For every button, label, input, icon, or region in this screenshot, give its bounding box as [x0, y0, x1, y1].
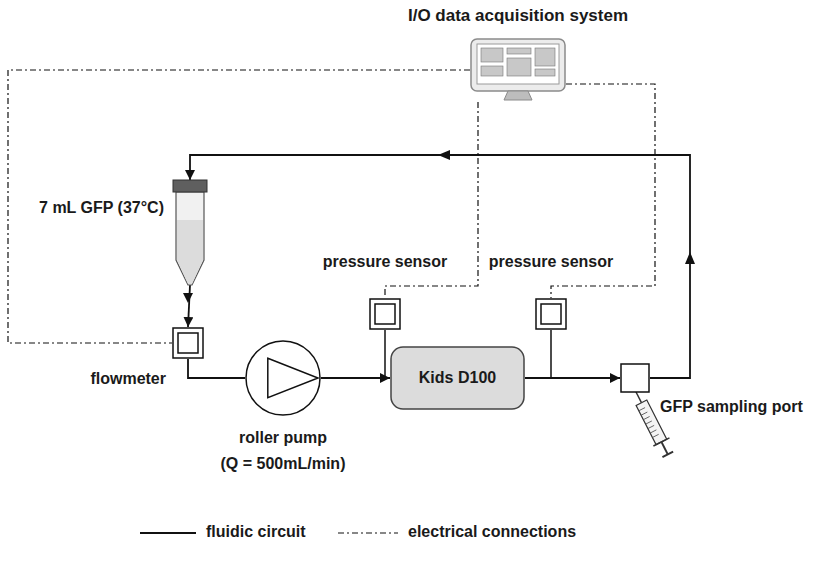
node-label: GFP sampling port [660, 397, 832, 416]
fluid-line [190, 155, 690, 378]
pressure-sensor: pressure sensor [535, 298, 567, 330]
node-label: roller pump [203, 428, 363, 447]
sampling-port: GFP sampling port [620, 363, 650, 393]
node-label: 7 mL GFP (37°C) [12, 198, 164, 217]
node-label: pressure sensor [461, 252, 641, 271]
pressure-sensor: pressure sensor [369, 298, 401, 330]
node-label: flowmeter [66, 369, 166, 388]
sample-tube: 7 mL GFP (37°C) [172, 180, 208, 285]
node-label: Kids D100 [390, 368, 525, 387]
legend-label: electrical connections [408, 523, 576, 541]
flowmeter: flowmeter [172, 327, 204, 359]
fluid-line [188, 285, 190, 327]
fluid-line [321, 377, 390, 379]
node-label: (Q = 500mL/min) [203, 454, 363, 473]
sampling-port-shape [620, 363, 650, 393]
sample-tube-shape [172, 180, 208, 285]
pressure-sensor-shape [369, 298, 401, 330]
legend-label: fluidic circuit [206, 523, 306, 541]
filter-box: Kids D100 [390, 346, 525, 410]
flow-arrow [183, 150, 695, 303]
fluid-line [525, 377, 620, 379]
fluid-line [188, 359, 245, 378]
pressure-sensor-shape [535, 298, 567, 330]
daq-monitor-shape [470, 38, 566, 102]
flowmeter-shape [172, 327, 204, 359]
roller-pump-shape [245, 340, 321, 416]
roller-pump: roller pump(Q = 500mL/min) [245, 340, 321, 416]
node-label: I/O data acquisition system [400, 6, 636, 26]
node-label: pressure sensor [295, 252, 475, 271]
daq-monitor: I/O data acquisition system [470, 38, 566, 102]
electrical-connection [8, 70, 470, 343]
